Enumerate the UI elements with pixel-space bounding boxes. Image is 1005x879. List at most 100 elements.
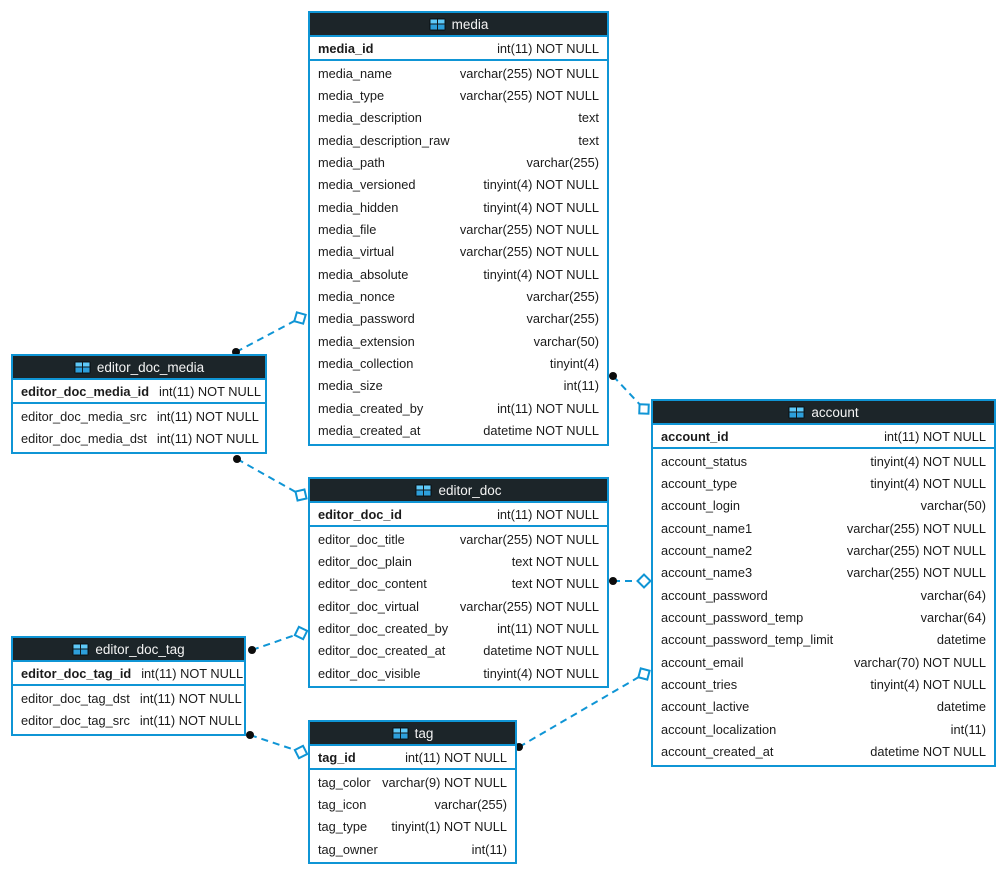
column-type: varchar(255) xyxy=(434,797,507,813)
column-row[interactable]: editor_doc_media_dst int(11) NOT NULL xyxy=(13,427,265,449)
column-row[interactable]: account_name2 varchar(255) NOT NULL xyxy=(653,539,994,561)
column-name: media_description_raw xyxy=(318,132,450,148)
pk-row[interactable]: editor_doc_media_id int(11) NOT NULL xyxy=(13,380,265,404)
column-row[interactable]: media_created_at datetime NOT NULL xyxy=(310,420,607,442)
column-name: editor_doc_created_by xyxy=(318,621,449,637)
column-row[interactable]: editor_doc_tag_dst int(11) NOT NULL xyxy=(13,687,244,709)
relation-endpoint-dot xyxy=(233,455,241,463)
column-row[interactable]: account_lactive datetime xyxy=(653,696,994,718)
column-name: account_tries xyxy=(661,677,738,693)
column-row[interactable]: editor_doc_virtual varchar(255) NOT NULL xyxy=(310,595,607,617)
column-row[interactable]: editor_doc_tag_src int(11) NOT NULL xyxy=(13,709,244,731)
pk-row[interactable]: tag_id int(11) NOT NULL xyxy=(310,746,515,770)
column-row[interactable]: account_type tinyint(4) NOT NULL xyxy=(653,472,994,494)
column-row[interactable]: media_description_raw text xyxy=(310,129,607,151)
column-row[interactable]: account_name1 varchar(255) NOT NULL xyxy=(653,517,994,539)
column-row[interactable]: editor_doc_created_at datetime NOT NULL xyxy=(310,640,607,662)
column-row[interactable]: media_name varchar(255) NOT NULL xyxy=(310,62,607,84)
column-row[interactable]: media_password varchar(255) xyxy=(310,308,607,330)
column-row[interactable]: tag_color varchar(9) NOT NULL xyxy=(310,771,515,793)
table-editor_doc-header[interactable]: editor_doc xyxy=(310,479,607,503)
column-row[interactable]: account_name3 varchar(255) NOT NULL xyxy=(653,562,994,584)
column-row[interactable]: account_password_temp varchar(64) xyxy=(653,606,994,628)
column-row[interactable]: account_password_temp_limit datetime xyxy=(653,629,994,651)
column-row[interactable]: editor_doc_title varchar(255) NOT NULL xyxy=(310,528,607,550)
column-name: media_type xyxy=(318,88,385,104)
table-account[interactable]: account account_id int(11) NOT NULL acco… xyxy=(651,399,996,767)
table-editor_doc_tag-header[interactable]: editor_doc_tag xyxy=(13,638,244,662)
column-row[interactable]: editor_doc_plain text NOT NULL xyxy=(310,550,607,572)
table-media-header[interactable]: media xyxy=(310,13,607,37)
table-title: editor_doc xyxy=(438,482,502,498)
column-row[interactable]: editor_doc_visible tinyint(4) NOT NULL xyxy=(310,662,607,684)
column-row[interactable]: account_localization int(11) xyxy=(653,718,994,740)
column-row[interactable]: media_created_by int(11) NOT NULL xyxy=(310,397,607,419)
column-name: media_versioned xyxy=(318,177,416,193)
column-name: tag_icon xyxy=(318,797,367,813)
column-type: varchar(255) NOT NULL xyxy=(846,543,986,559)
column-row[interactable]: account_password varchar(64) xyxy=(653,584,994,606)
column-row[interactable]: account_created_at datetime NOT NULL xyxy=(653,740,994,762)
column-name: account_name1 xyxy=(661,520,753,536)
column-row[interactable]: media_hidden tinyint(4) NOT NULL xyxy=(310,196,607,218)
column-row[interactable]: media_type varchar(255) NOT NULL xyxy=(310,84,607,106)
pk-row[interactable]: media_id int(11) NOT NULL xyxy=(310,37,607,61)
relation-editor_doc_media-media[interactable] xyxy=(232,309,309,356)
relation-media-account[interactable] xyxy=(609,372,653,418)
relation-editor_doc_tag-tag[interactable] xyxy=(246,731,309,760)
pk-column-type: int(11) NOT NULL xyxy=(159,383,261,399)
column-row[interactable]: media_file varchar(255) NOT NULL xyxy=(310,218,607,240)
pk-column-type: int(11) NOT NULL xyxy=(497,506,599,522)
table-editor_doc[interactable]: editor_doc editor_doc_id int(11) NOT NUL… xyxy=(308,477,609,689)
pk-row[interactable]: account_id int(11) NOT NULL xyxy=(653,425,994,449)
relation-endpoint-diamond xyxy=(293,744,309,760)
relation-endpoint-dot xyxy=(609,577,617,585)
column-row[interactable]: account_login varchar(50) xyxy=(653,495,994,517)
pk-column-type: int(11) NOT NULL xyxy=(497,40,599,56)
pk-column-name: editor_doc_tag_id xyxy=(21,665,132,681)
table-account-header[interactable]: account xyxy=(653,401,994,425)
column-row[interactable]: account_email varchar(70) NOT NULL xyxy=(653,651,994,673)
column-type: tinyint(1) NOT NULL xyxy=(391,819,507,835)
column-type: tinyint(4) NOT NULL xyxy=(483,665,599,681)
column-row[interactable]: account_tries tinyint(4) NOT NULL xyxy=(653,673,994,695)
column-name: media_size xyxy=(318,378,383,394)
column-type: varchar(50) xyxy=(533,333,599,349)
table-media[interactable]: media media_id int(11) NOT NULL media_na… xyxy=(308,11,609,446)
column-type: varchar(255) NOT NULL xyxy=(846,520,986,536)
column-row[interactable]: editor_doc_media_src int(11) NOT NULL xyxy=(13,405,265,427)
column-type: int(11) NOT NULL xyxy=(139,690,242,706)
column-row[interactable]: media_virtual varchar(255) NOT NULL xyxy=(310,241,607,263)
column-row[interactable]: media_extension varchar(50) xyxy=(310,330,607,352)
column-name: editor_doc_visible xyxy=(318,665,421,681)
pk-row[interactable]: editor_doc_tag_id int(11) NOT NULL xyxy=(13,662,244,686)
column-row[interactable]: account_status tinyint(4) NOT NULL xyxy=(653,450,994,472)
column-row[interactable]: media_collection tinyint(4) xyxy=(310,352,607,374)
column-name: editor_doc_tag_src xyxy=(21,713,130,729)
column-row[interactable]: tag_type tinyint(1) NOT NULL xyxy=(310,816,515,838)
column-row[interactable]: media_absolute tinyint(4) NOT NULL xyxy=(310,263,607,285)
pk-row[interactable]: editor_doc_id int(11) NOT NULL xyxy=(310,503,607,527)
relation-editor_doc_media-editor_doc[interactable] xyxy=(233,455,310,504)
relation-editor_doc-account[interactable] xyxy=(609,573,652,589)
column-type: text NOT NULL xyxy=(511,576,599,592)
column-type: varchar(255) xyxy=(526,311,599,327)
column-row[interactable]: media_path varchar(255) xyxy=(310,151,607,173)
column-row[interactable]: media_versioned tinyint(4) NOT NULL xyxy=(310,174,607,196)
column-row[interactable]: media_nonce varchar(255) xyxy=(310,285,607,307)
table-tag[interactable]: tag tag_id int(11) NOT NULL tag_color va… xyxy=(308,720,517,865)
table-editor_doc_tag[interactable]: editor_doc_tag editor_doc_tag_id int(11)… xyxy=(11,636,246,736)
column-row[interactable]: editor_doc_created_by int(11) NOT NULL xyxy=(310,617,607,639)
pk-column-type: int(11) NOT NULL xyxy=(884,428,986,444)
table-editor_doc_media-header[interactable]: editor_doc_media xyxy=(13,356,265,380)
relation-editor_doc_tag-editor_doc[interactable] xyxy=(248,625,309,654)
table-tag-header[interactable]: tag xyxy=(310,722,515,746)
column-row[interactable]: media_description text xyxy=(310,107,607,129)
table-editor_doc_media[interactable]: editor_doc_media editor_doc_media_id int… xyxy=(11,354,267,454)
column-row[interactable]: tag_icon varchar(255) xyxy=(310,793,515,815)
column-row[interactable]: editor_doc_content text NOT NULL xyxy=(310,573,607,595)
column-row[interactable]: media_size int(11) xyxy=(310,375,607,397)
column-row[interactable]: tag_owner int(11) xyxy=(310,838,515,860)
relation-endpoint-dot xyxy=(609,372,617,380)
